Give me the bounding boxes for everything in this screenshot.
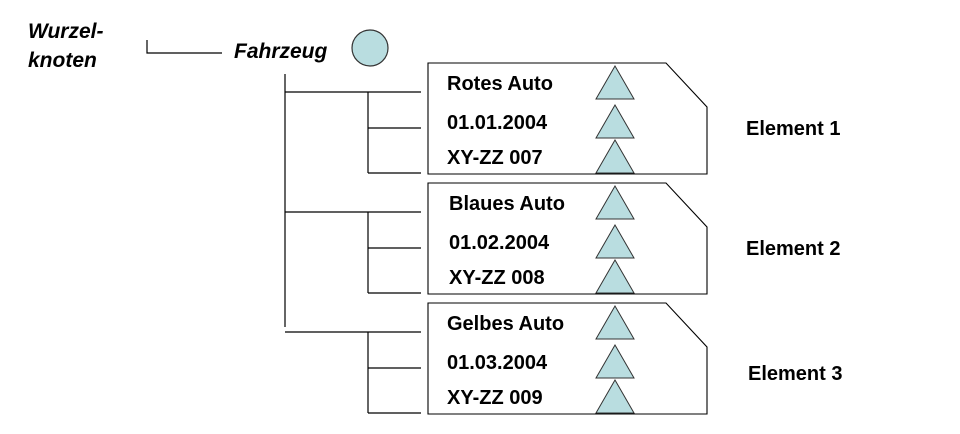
element-field-label: 01.02.2004 — [449, 232, 550, 254]
root-label-line1: Wurzel- — [28, 20, 104, 43]
triangle-node-icon — [595, 103, 635, 139]
element-field-label: XY-ZZ 007 — [447, 147, 543, 169]
element-field-label: XY-ZZ 008 — [449, 267, 545, 289]
triangle-node-icon — [595, 304, 635, 340]
element-label: Element 1 — [746, 118, 841, 140]
element-card — [427, 182, 708, 295]
triangle-node-icon — [595, 184, 635, 220]
triangle-node-icon — [595, 223, 635, 259]
element-card — [427, 62, 708, 175]
element-field-label: XY-ZZ 009 — [447, 387, 543, 409]
triangle-node-icon — [595, 258, 635, 294]
element-label: Element 2 — [746, 238, 841, 260]
element-field-label: Blaues Auto — [449, 193, 565, 215]
root-connector-line — [146, 40, 222, 54]
element-field-label: 01.01.2004 — [447, 112, 548, 134]
triangle-node-icon — [595, 378, 635, 414]
element-field-label: 01.03.2004 — [447, 352, 548, 374]
triangle-node-icon — [595, 138, 635, 174]
root-label-line2: knoten — [28, 49, 97, 72]
element-field-label: Rotes Auto — [447, 73, 553, 95]
root-node-label: Wurzel- knoten — [28, 17, 103, 75]
vehicle-node-label: Fahrzeug — [234, 40, 328, 63]
triangle-node-icon — [595, 343, 635, 379]
circle-node-icon — [351, 29, 389, 67]
element-card — [427, 302, 708, 415]
triangle-node-icon — [595, 64, 635, 100]
element-label: Element 3 — [748, 363, 843, 385]
element-field-label: Gelbes Auto — [447, 313, 565, 335]
